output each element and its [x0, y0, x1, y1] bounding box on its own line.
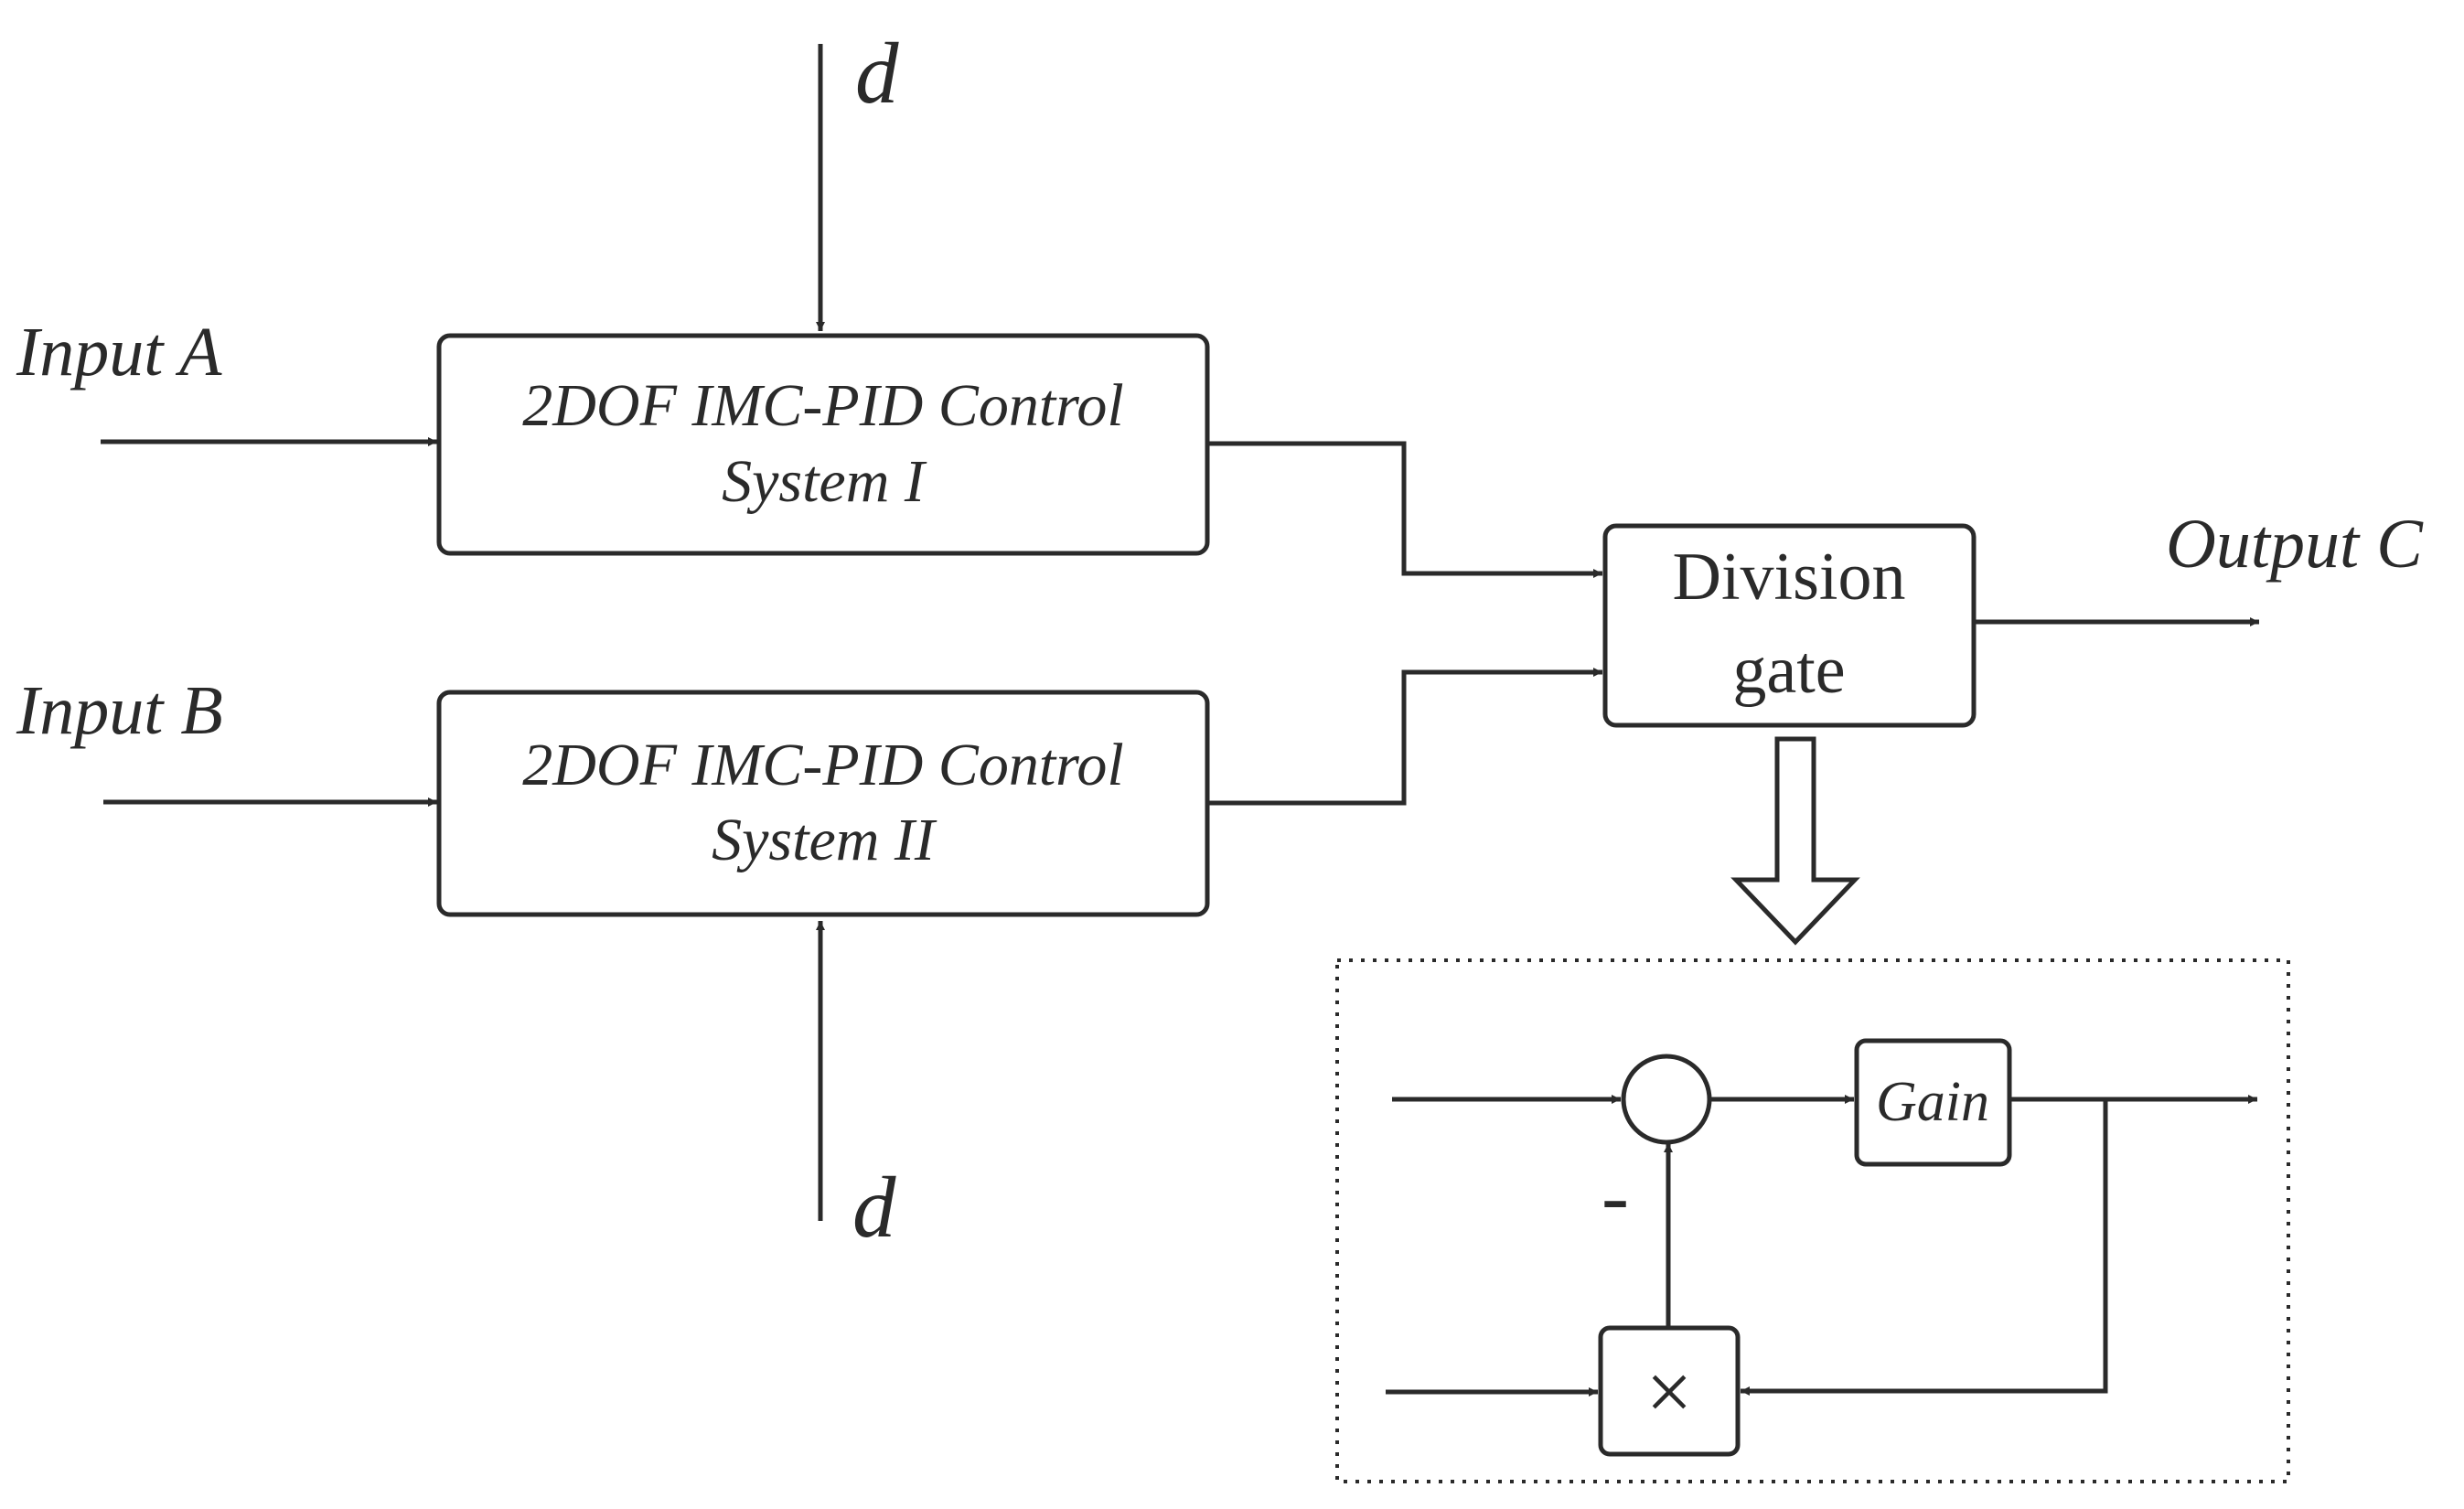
system-2-title-line2: System II	[712, 807, 937, 873]
summing-junction	[1621, 1054, 1712, 1145]
minus-sign-label: -	[1602, 1151, 1629, 1242]
system-1-title-line1: 2DOF IMC-PID Control	[522, 372, 1124, 439]
multiplier-symbol: ×	[1646, 1347, 1693, 1438]
disturbance-top-label: d	[855, 25, 899, 122]
feedback-line	[1741, 1099, 2108, 1396]
system-2-output-line	[1207, 668, 1602, 806]
input-b-label: Input B	[16, 672, 223, 749]
division-gate-detail-frame	[1335, 958, 2290, 1483]
division-gate-title-line2: gate	[1732, 633, 1845, 708]
gain-block	[1854, 1038, 2012, 1167]
output-c-label: Output C	[2166, 506, 2424, 583]
disturbance-bottom-label: d	[852, 1159, 896, 1256]
division-gate-block	[1602, 523, 1977, 728]
system-1-title-line2: System I	[722, 448, 927, 515]
system-1-output-line	[1207, 441, 1602, 578]
system-2-title-line1: 2DOF IMC-PID Control	[522, 732, 1124, 798]
expand-arrow-icon	[1730, 736, 1860, 946]
gain-label: Gain	[1876, 1071, 1989, 1133]
system-2-block	[436, 690, 1210, 917]
division-gate-title-line1: Division	[1673, 540, 1906, 615]
input-a-label: Input A	[16, 314, 222, 391]
system-1-block	[436, 333, 1210, 556]
